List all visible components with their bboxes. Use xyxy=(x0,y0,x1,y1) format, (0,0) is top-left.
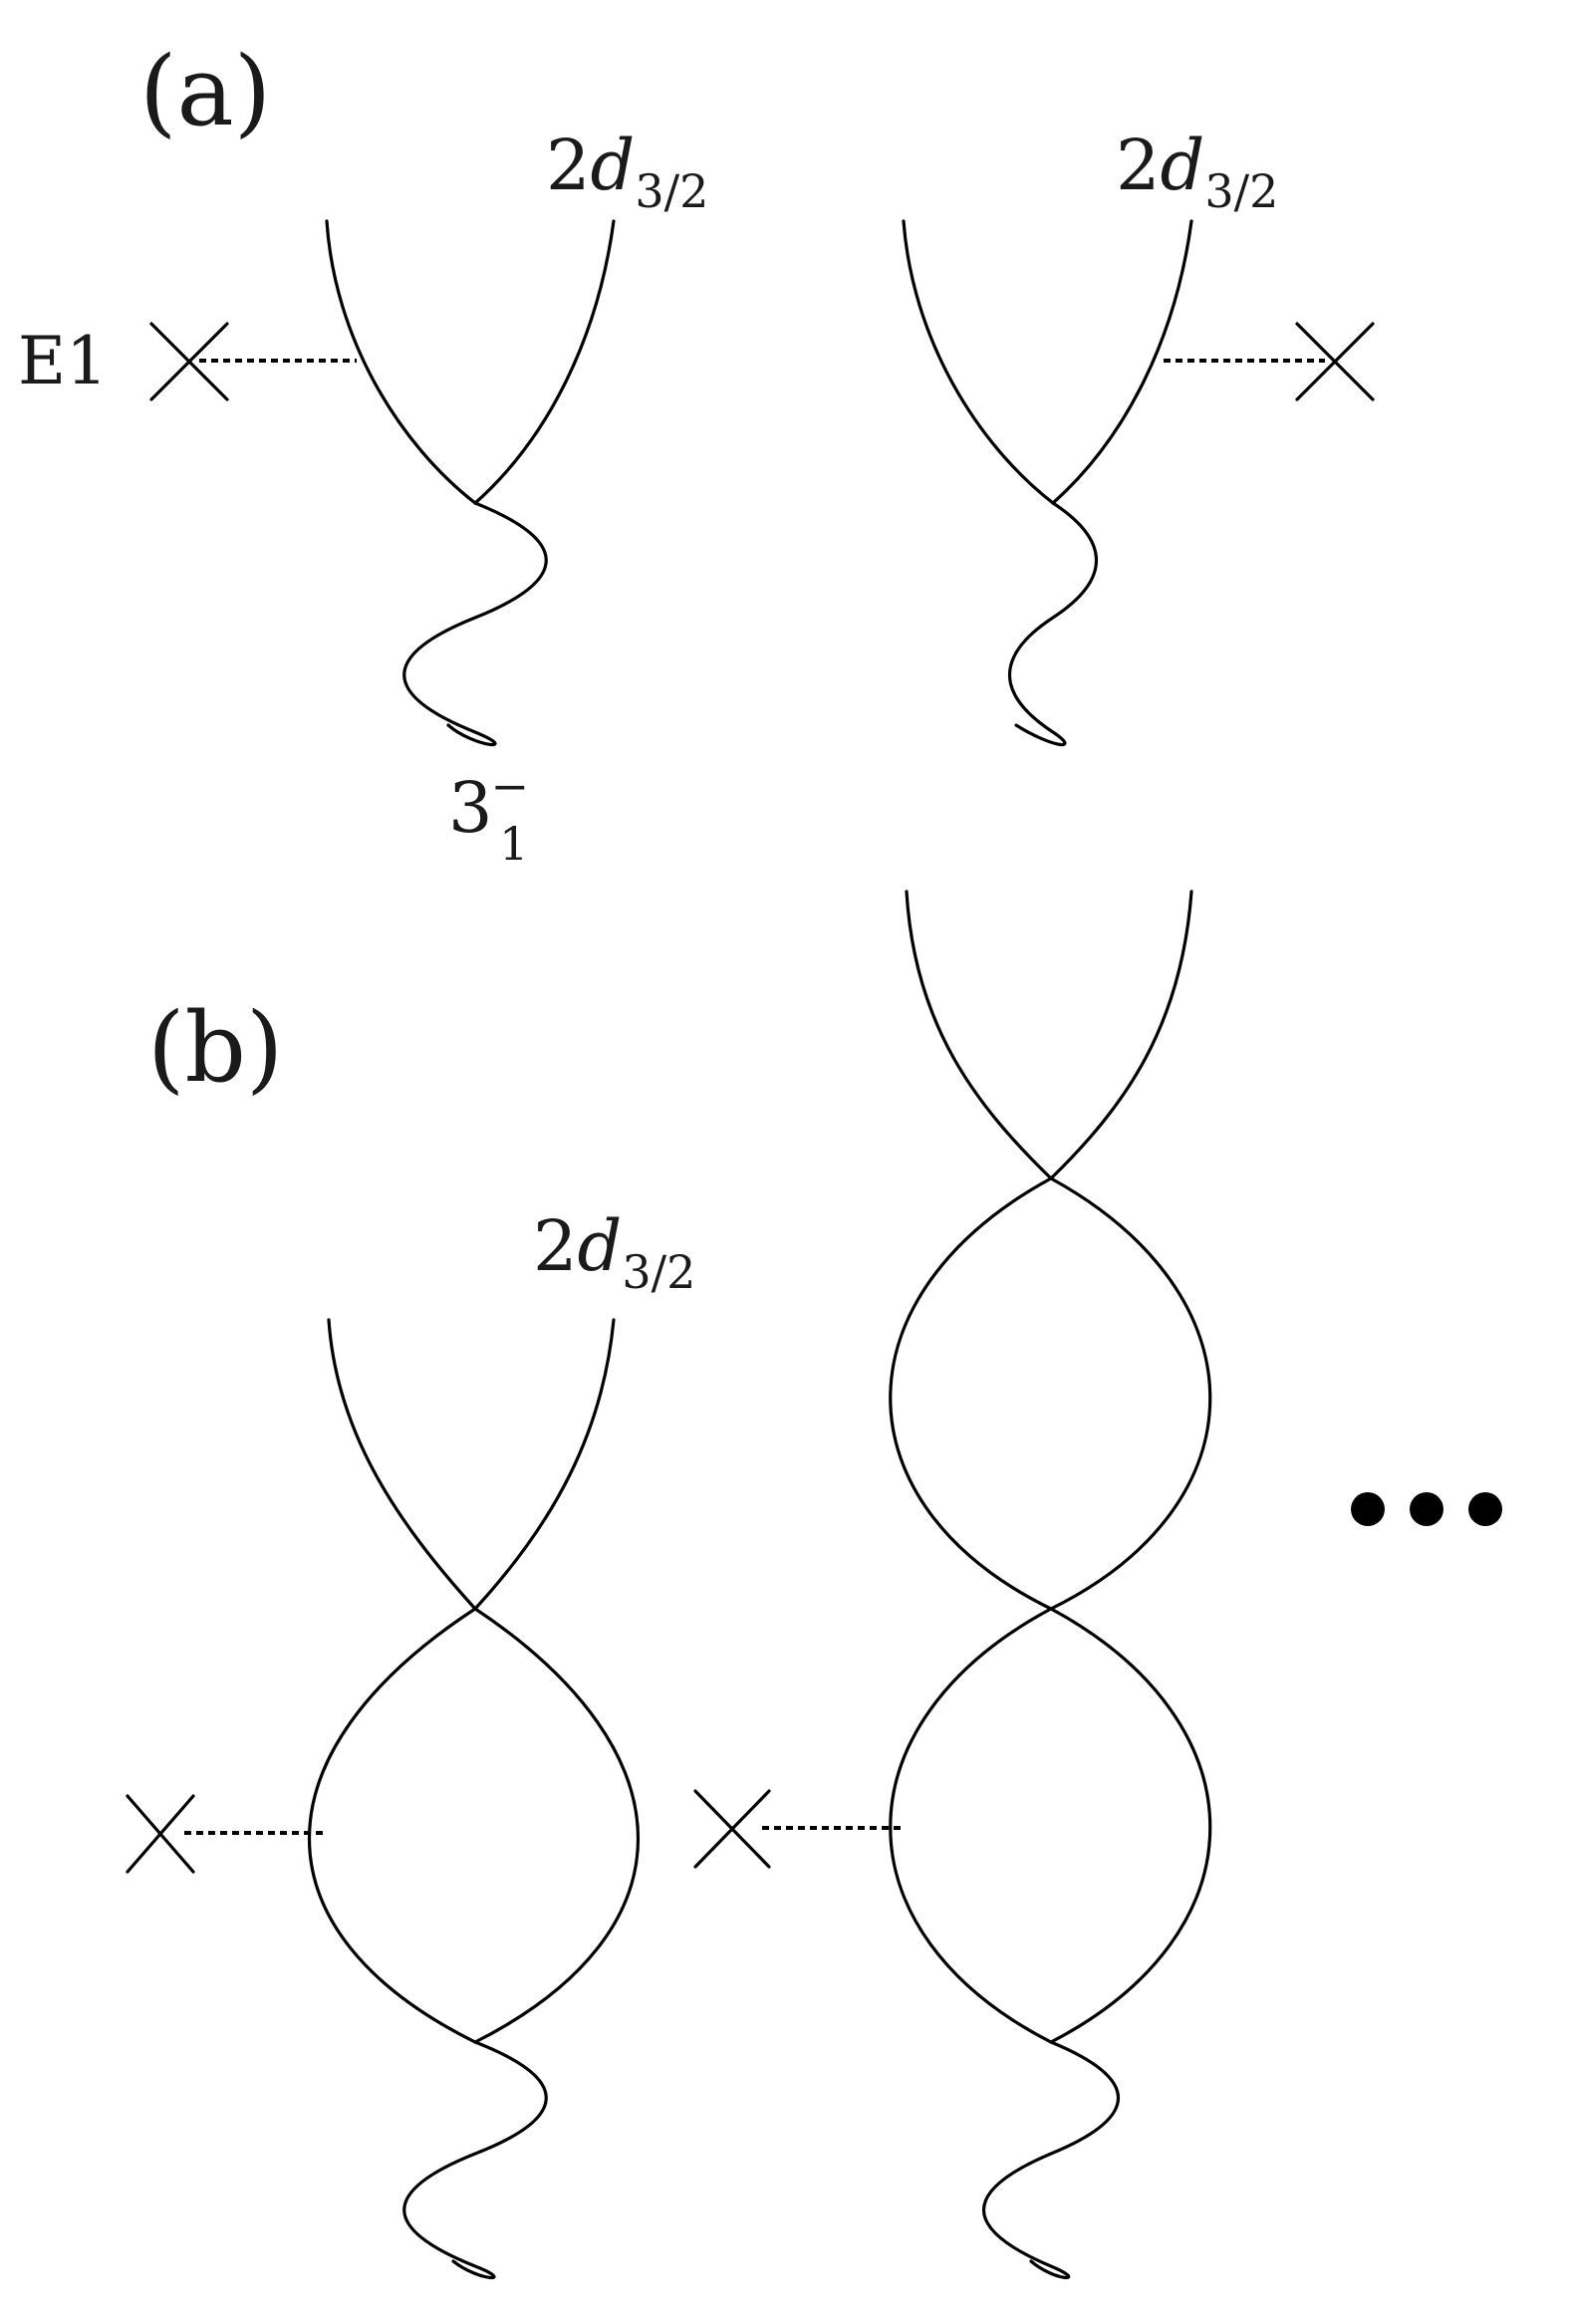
e1-vertex-cross-icon xyxy=(693,1789,771,1869)
phonon-label-3-1-minus: 3−1 xyxy=(448,759,529,871)
phonon-wavy-line xyxy=(402,2040,548,2280)
fermion-line xyxy=(1051,219,1193,505)
level-label-2d32: 2d3/2 xyxy=(546,125,708,218)
ellipsis-dot xyxy=(1410,1492,1443,1526)
fermion-line xyxy=(905,890,1053,1180)
panel-label-b: (b) xyxy=(147,992,283,1104)
bubble-loop xyxy=(889,1607,1053,2044)
phonon-wavy-line xyxy=(981,2040,1121,2280)
e1-vertex-cross-icon xyxy=(126,1794,195,1874)
level-label-2d32: 2d3/2 xyxy=(1116,125,1278,218)
e1-vertex-cross-icon xyxy=(1295,322,1375,401)
diagram-a2: 2d3/2 xyxy=(902,125,1375,747)
phonon-wavy-line xyxy=(1007,501,1099,747)
bubble-loop xyxy=(1049,1607,1212,2044)
diagram-a1: E1 2d3/2 3−1 xyxy=(18,125,708,871)
fermion-line xyxy=(473,219,616,505)
bubble-loop xyxy=(473,1607,640,2044)
ellipsis-dot xyxy=(1351,1492,1385,1526)
bubble-loop xyxy=(889,1176,1053,1611)
fermion-line xyxy=(325,219,477,505)
bubble-loop xyxy=(308,1607,477,2044)
e1-vertex-cross-icon xyxy=(149,322,229,401)
fermion-line xyxy=(327,1318,477,1611)
level-label-2d32: 2d3/2 xyxy=(533,1205,695,1299)
continuation-ellipsis xyxy=(1351,1492,1502,1526)
fermion-line xyxy=(1049,890,1193,1180)
fermion-line xyxy=(902,219,1055,505)
ellipsis-dot xyxy=(1468,1492,1502,1526)
diagram-b2 xyxy=(693,890,1212,2280)
phonon-wavy-line xyxy=(402,501,548,747)
fermion-line xyxy=(473,1318,616,1611)
panel-label-a: (a) xyxy=(139,36,271,147)
diagram-b1: 2d3/2 xyxy=(126,1205,695,2280)
e1-label: E1 xyxy=(18,323,108,399)
bubble-loop xyxy=(1049,1176,1212,1611)
